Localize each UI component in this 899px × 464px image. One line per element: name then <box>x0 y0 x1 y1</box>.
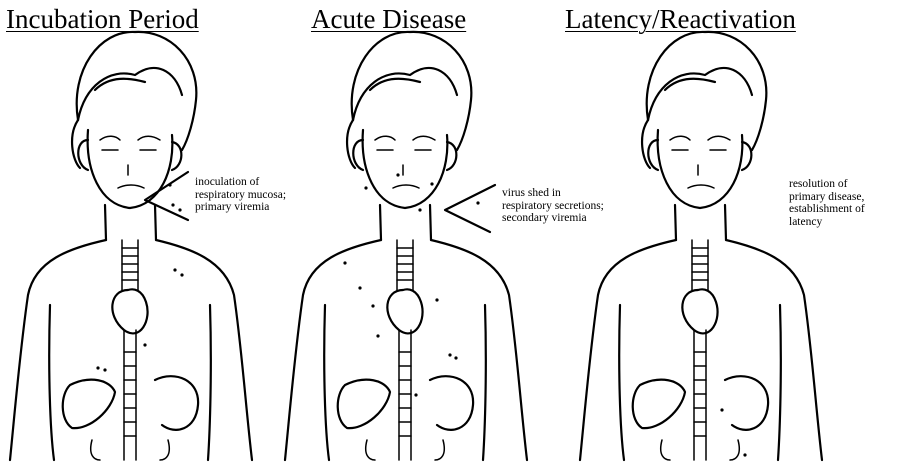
figure-latency <box>580 32 822 460</box>
annotation-line: inoculation of <box>195 176 286 189</box>
annotation-acute: virus shed in respiratory secretions; se… <box>502 187 604 225</box>
annotation-line: resolution of <box>789 178 865 191</box>
annotation-incubation: inoculation of respiratory mucosa; prima… <box>195 176 286 214</box>
annotation-line: secondary viremia <box>502 212 604 225</box>
annotation-line: primary viremia <box>195 201 286 214</box>
pointer-acute <box>445 185 495 232</box>
annotation-line: respiratory mucosa; <box>195 189 286 202</box>
figure-incubation <box>10 32 252 460</box>
figure-acute <box>285 32 527 460</box>
annotation-line: virus shed in <box>502 187 604 200</box>
annotation-line: respiratory secretions; <box>502 200 604 213</box>
annotation-latency: resolution of primary disease, establish… <box>789 178 865 228</box>
annotation-line: primary disease, <box>789 191 865 204</box>
annotation-line: establishment of <box>789 203 865 216</box>
annotation-line: latency <box>789 216 865 229</box>
